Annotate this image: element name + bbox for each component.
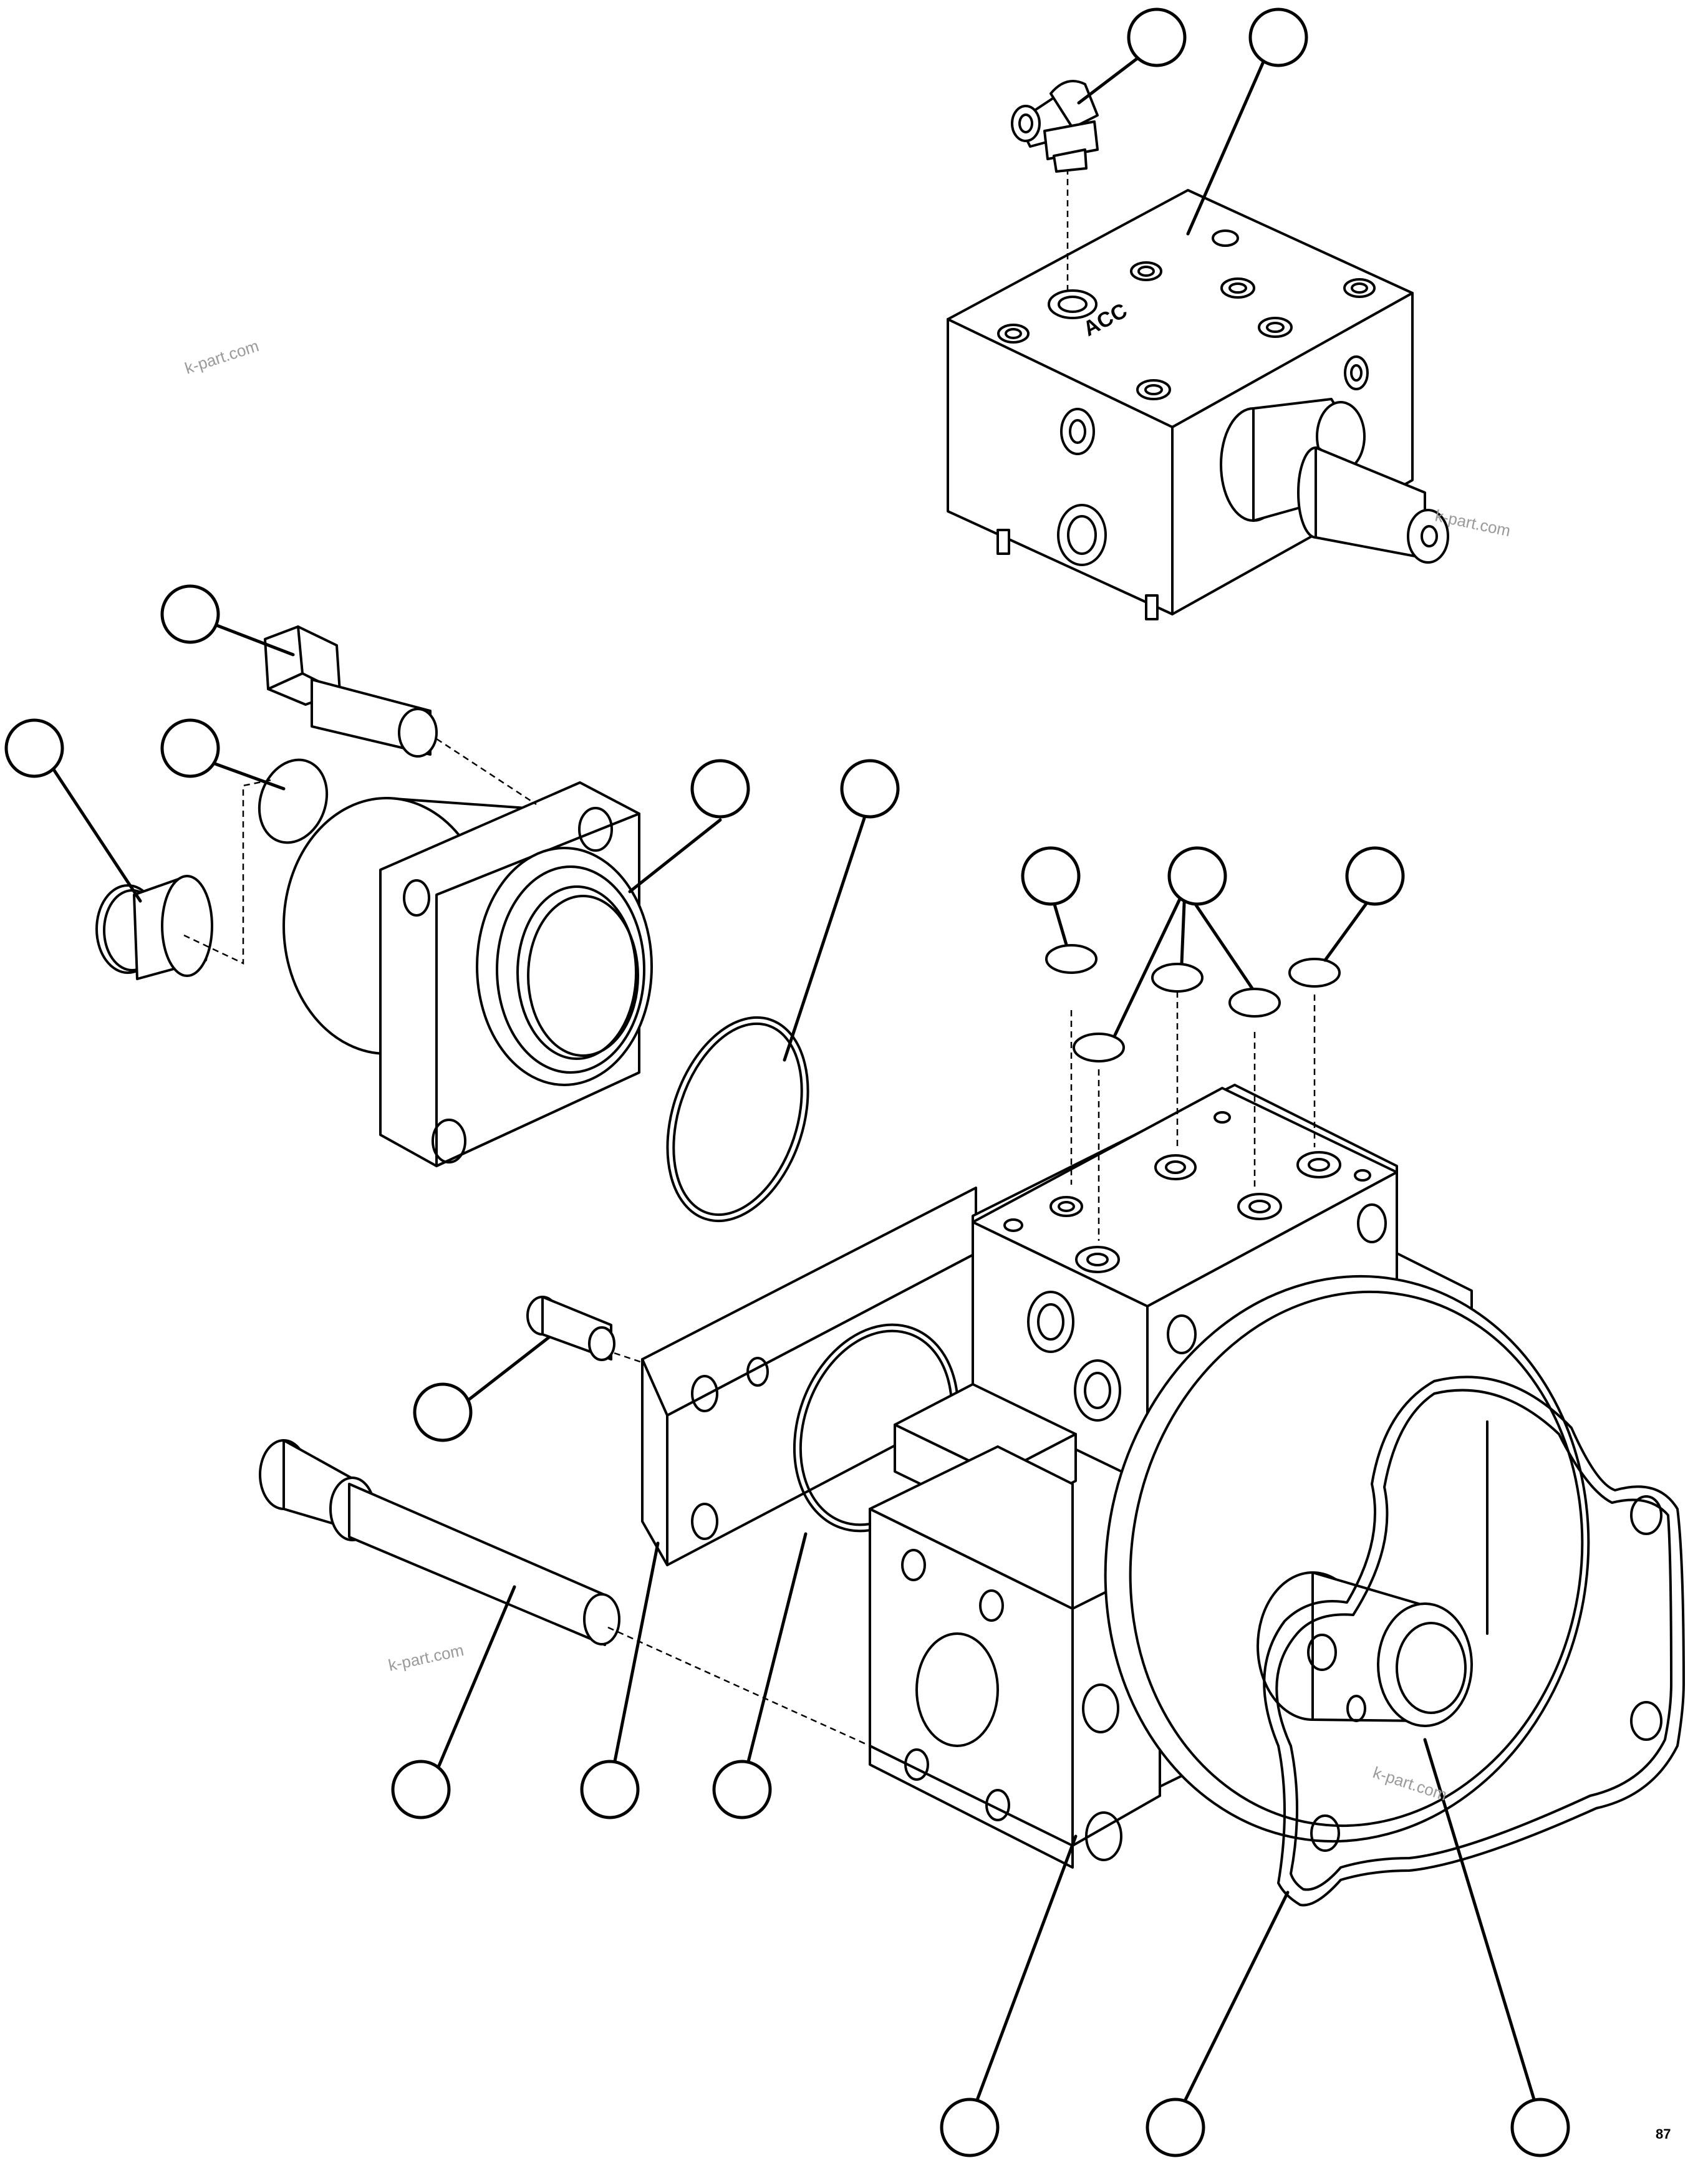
callout-13 — [580, 1760, 640, 1819]
callout-15 — [940, 2098, 1000, 2157]
callout-8 — [1021, 846, 1081, 906]
callout-1 — [1127, 7, 1187, 67]
callout-10 — [1345, 846, 1405, 906]
long-pin — [259, 1439, 871, 1747]
pump-housing — [641, 991, 1685, 1907]
valve-block-top: ACC — [947, 168, 1449, 620]
callout-16 — [1146, 2098, 1205, 2157]
callout-12 — [391, 1760, 451, 1819]
o-ring-small — [258, 758, 329, 844]
flange-adapter — [282, 781, 653, 1167]
elbow-fitting — [1011, 80, 1099, 173]
callout-4 — [4, 718, 64, 778]
callout-17 — [1510, 2098, 1570, 2157]
watermark-1: k-part.com — [183, 336, 261, 377]
small-bolt — [526, 1296, 643, 1364]
watermark-3: k-part.com — [387, 1640, 465, 1675]
callout-14 — [712, 1760, 772, 1819]
callout-11 — [413, 1382, 473, 1442]
seal-rings — [1045, 944, 1341, 1062]
callout-9 — [1167, 846, 1227, 906]
plug — [95, 778, 275, 980]
cap-bolt-upper — [264, 625, 537, 806]
callouts — [4, 7, 1570, 2157]
page-mark: 87 — [1656, 2126, 1671, 2142]
callout-5 — [160, 718, 220, 778]
o-ring-large — [666, 1016, 809, 1223]
callout-2 — [1248, 7, 1308, 67]
callout-3 — [160, 584, 220, 644]
callout-6 — [690, 759, 750, 819]
callout-7 — [840, 759, 900, 819]
